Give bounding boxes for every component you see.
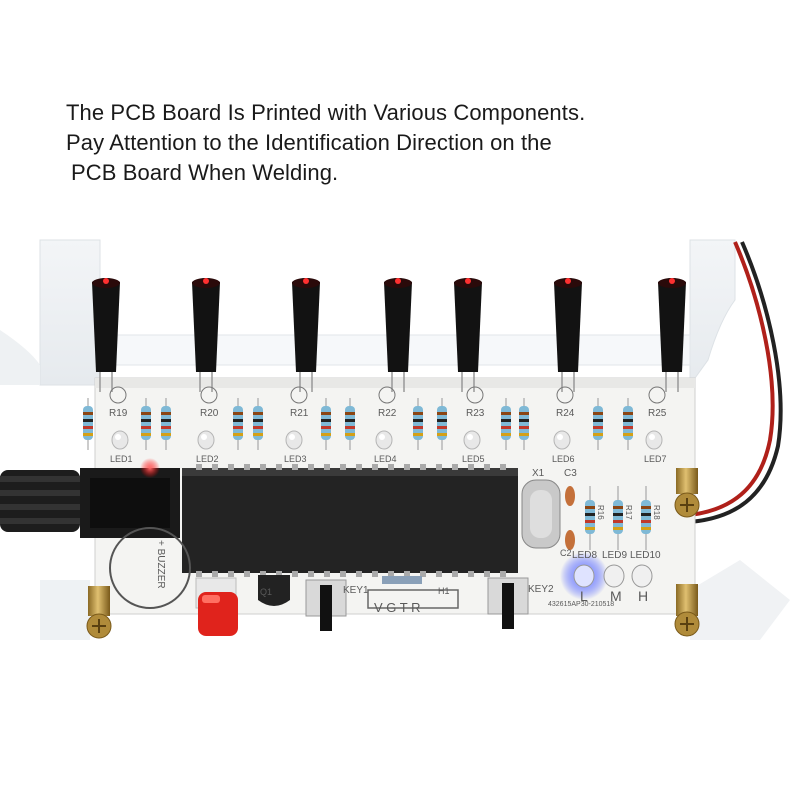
- transistor-label: Q1: [260, 587, 272, 597]
- small-led: [463, 430, 481, 450]
- resistor: [83, 398, 93, 450]
- resistor: [593, 398, 603, 450]
- key1-label: KEY1: [343, 585, 369, 596]
- small-led: [553, 430, 571, 450]
- led-label: LED1: [110, 454, 133, 464]
- resistor-label: R25: [648, 408, 667, 419]
- caption-line-3: PCB Board When Welding.: [71, 160, 339, 185]
- dc-jack-cable: [0, 470, 80, 532]
- resistor: [519, 398, 529, 450]
- heat-shrink-tube: [192, 278, 220, 392]
- resistor: [321, 398, 331, 450]
- header-h1: V G T R H1: [367, 576, 459, 615]
- dc-power-jack: [80, 458, 180, 538]
- heat-shrink-tube: [454, 278, 482, 392]
- resistor: [501, 398, 511, 450]
- small-led: [285, 430, 303, 450]
- right-resistor: R16: [585, 486, 605, 550]
- resistor: [141, 398, 151, 450]
- resistor-label: R21: [290, 408, 309, 419]
- resistor: [437, 398, 447, 450]
- resistor-label: R19: [109, 408, 128, 419]
- resistor: [345, 398, 355, 450]
- serial-text: 432615AP30-210518: [548, 601, 614, 608]
- heat-shrink-tube: [658, 278, 686, 392]
- heat-shrink-tube: [92, 278, 120, 392]
- small-leds: [111, 430, 663, 450]
- microcontroller-chip: [182, 464, 518, 577]
- resistor: [161, 398, 171, 450]
- standoff-right-bottom: [674, 584, 700, 637]
- indicator-mark: L: [580, 588, 588, 604]
- right-resistor-label: R18: [652, 505, 661, 520]
- buzzer-footprint: + BUZZER: [109, 527, 191, 609]
- led-tubes: [92, 278, 686, 392]
- indicator-led-label: LED10: [630, 550, 661, 561]
- resistor: [413, 398, 423, 450]
- resistor-label: R24: [556, 408, 575, 419]
- right-resistor-label: R17: [624, 505, 633, 520]
- standoff-left-bottom: [86, 586, 112, 639]
- led-label: LED6: [552, 454, 575, 464]
- small-led: [197, 430, 215, 450]
- led-label: LED5: [462, 454, 485, 464]
- small-led: [645, 430, 663, 450]
- header-label: H1: [438, 586, 450, 596]
- led-label: LED7: [644, 454, 667, 464]
- transistor-q1: Q1: [258, 575, 290, 606]
- resistor-label: R23: [466, 408, 485, 419]
- standoff-right-top: [674, 468, 700, 518]
- led-labels: LED1 LED2 LED3 LED4 LED5 LED6 LED7: [110, 454, 667, 464]
- cap-c3-label: C3: [564, 468, 577, 479]
- led-label: LED3: [284, 454, 307, 464]
- capacitors: C3 C2: [560, 468, 577, 558]
- heat-shrink-tube: [384, 278, 412, 392]
- right-resistor-label: R16: [596, 505, 605, 520]
- resistor: [253, 398, 263, 450]
- indicator-mark: M: [610, 588, 622, 604]
- resistor-label: R20: [200, 408, 219, 419]
- indicator-led-label: LED9: [602, 550, 627, 561]
- indicator-led-label: LED8: [572, 550, 597, 561]
- indicator-mark: H: [638, 588, 648, 604]
- key1-switch[interactable]: KEY1: [305, 579, 369, 631]
- power-wire: [689, 241, 783, 524]
- header-pins: V G T R: [374, 600, 420, 615]
- small-led: [111, 430, 129, 450]
- resistor-label: R22: [378, 408, 397, 419]
- right-resistor: R17: [613, 486, 633, 550]
- resistor-array: [83, 398, 633, 450]
- buzzer-label: + BUZZER: [155, 540, 166, 589]
- crystal-x1: X1: [521, 468, 561, 549]
- crystal-label: X1: [532, 468, 545, 479]
- cap-c2-label: C2: [560, 548, 572, 558]
- resistor: [233, 398, 243, 450]
- right-resistor: R18: [641, 486, 661, 550]
- key2-label: KEY2: [528, 584, 554, 595]
- heat-shrink-tube: [292, 278, 320, 392]
- red-button[interactable]: [195, 577, 238, 636]
- caption-line-2: Pay Attention to the Identification Dire…: [66, 130, 552, 155]
- caption-line-1: The PCB Board Is Printed with Various Co…: [66, 100, 586, 125]
- resistor-labels: R19 R20 R21 R22 R23 R24 R25: [109, 386, 667, 419]
- heat-shrink-tube: [554, 278, 582, 392]
- led-label: LED4: [374, 454, 397, 464]
- caption: The PCB Board Is Printed with Various Co…: [66, 98, 585, 188]
- right-resistors: R16 R17 R18: [585, 486, 661, 550]
- small-led: [375, 430, 393, 450]
- key2-switch[interactable]: KEY2: [487, 577, 554, 629]
- resistor: [623, 398, 633, 450]
- led-label: LED2: [196, 454, 219, 464]
